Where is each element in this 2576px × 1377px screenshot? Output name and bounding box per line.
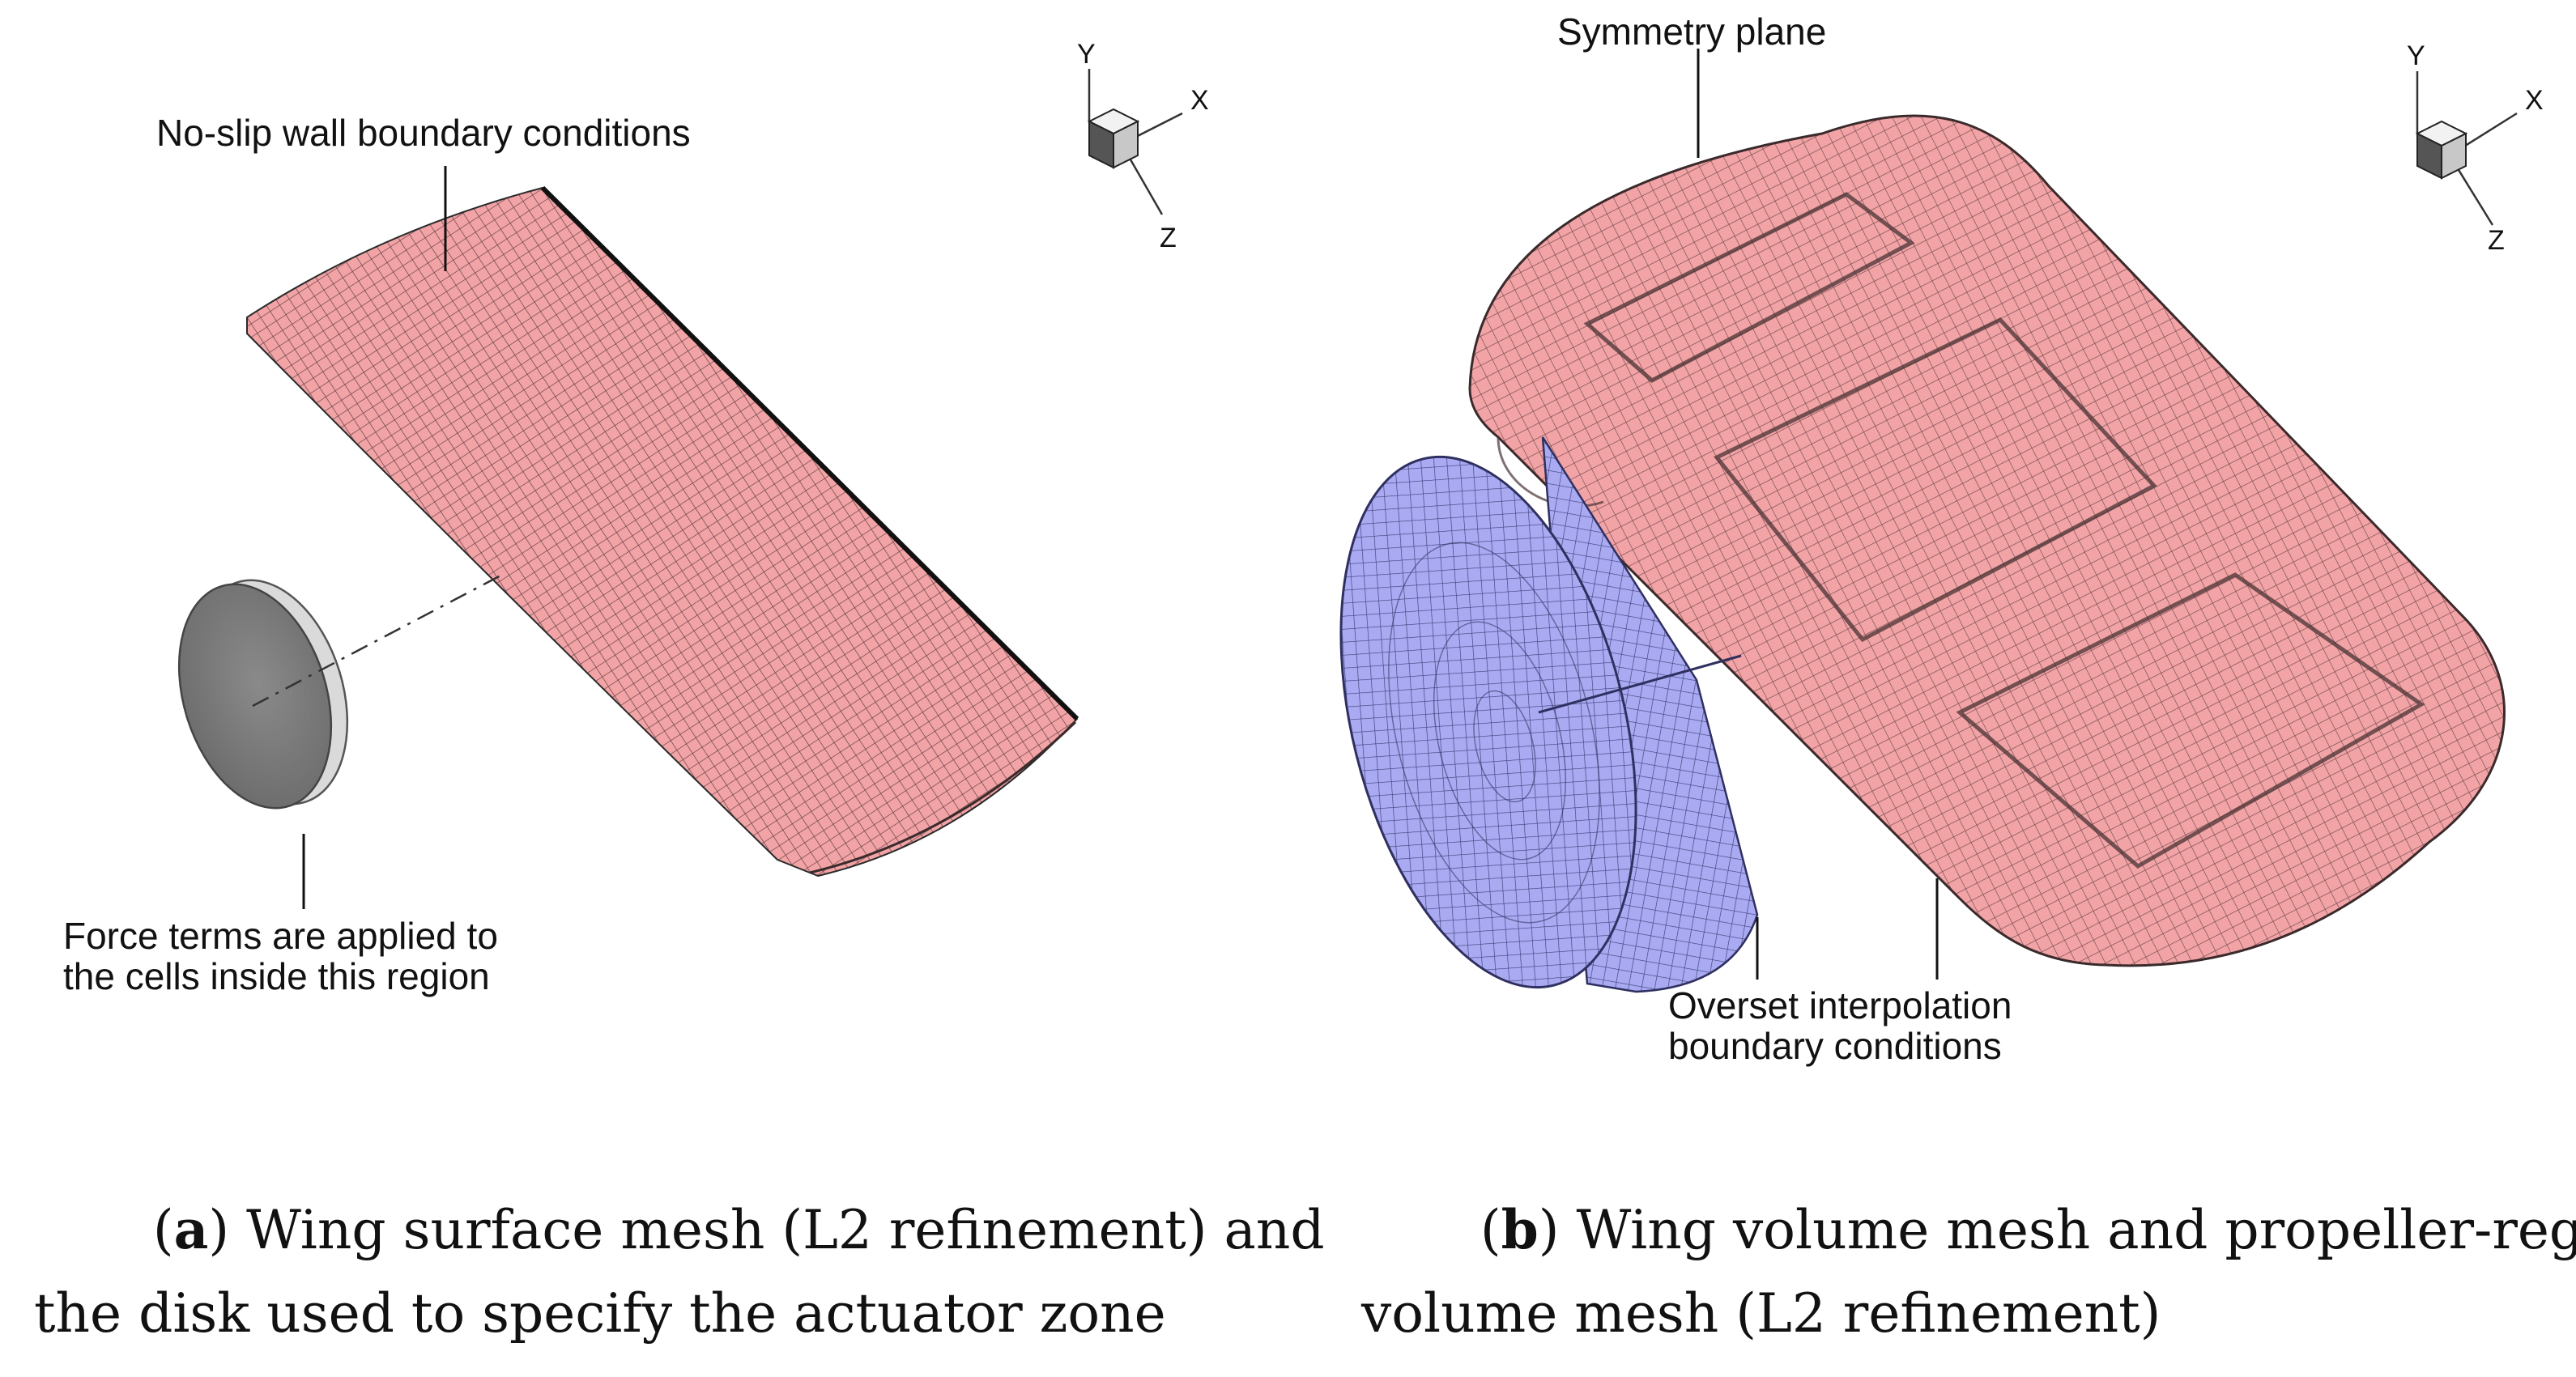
axis-z-label: Z <box>2488 225 2505 256</box>
panel-a: Y X Z No-slip wall boundary conditions F… <box>34 39 1409 1345</box>
caption-a-line2: the disk used to specify the actuator zo… <box>34 1282 1166 1345</box>
caption-a-letter: a <box>174 1198 209 1261</box>
axis-z-label: Z <box>1160 223 1177 253</box>
axis-x-label: X <box>2525 85 2544 116</box>
axis-y-label: Y <box>1077 39 1096 70</box>
overset-bc-label-line2: boundary conditions <box>1668 1025 2002 1067</box>
caption-b-line1: (b) Wing volume mesh and propeller-regio… <box>1361 1198 2576 1261</box>
axis-x-label: X <box>1190 85 1209 116</box>
caption-b-open-paren: ( <box>1480 1199 1501 1261</box>
caption-a-close-paren: ) <box>208 1199 229 1261</box>
force-terms-label-line2: the cells inside this region <box>63 955 490 997</box>
axis-y-label: Y <box>2407 40 2425 71</box>
wing-surface-mesh <box>246 185 1079 878</box>
axis-triad-b: Y X Z <box>2407 40 2544 256</box>
refinement-boxes <box>1583 192 2425 869</box>
symmetry-plane-label: Symmetry plane <box>1557 11 1826 53</box>
overset-bc-label-line1: Overset interpolation <box>1668 984 2012 1026</box>
panel-b: Y X Z <box>1339 11 2576 1345</box>
force-terms-label-line1: Force terms are applied to <box>63 915 498 957</box>
propeller-hub-rings <box>1388 542 1600 924</box>
wing-volume-mesh <box>1468 114 2506 967</box>
caption-a-text: Wing surface mesh (L2 refinement) and <box>229 1199 1324 1261</box>
caption-b-text: Wing volume mesh and propeller-region <box>1560 1199 2576 1261</box>
wall-bc-label: No-slip wall boundary conditions <box>156 112 691 154</box>
propeller-region-mesh <box>1339 436 1759 993</box>
caption-a-line1: (a) Wing surface mesh (L2 refinement) an… <box>34 1198 1409 1261</box>
axis-triad-a: Y X Z <box>1077 39 1209 253</box>
actuator-disk <box>177 573 503 810</box>
caption-a-open-paren: ( <box>153 1199 174 1261</box>
caption-b-close-paren: ) <box>1539 1199 1560 1261</box>
caption-b-letter: b <box>1501 1198 1539 1261</box>
caption-b-line2: volume mesh (L2 refinement) <box>1360 1282 2161 1345</box>
